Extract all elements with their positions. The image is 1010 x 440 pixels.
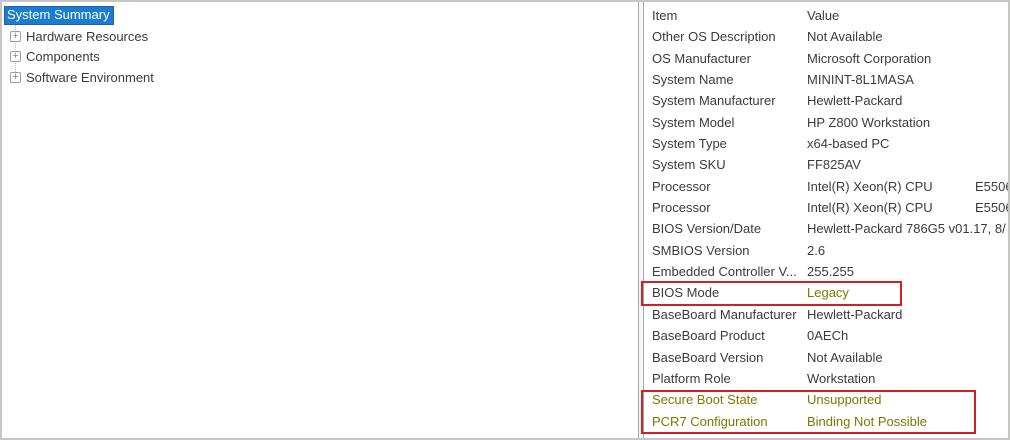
item-cell: BaseBoard Manufacturer	[652, 306, 797, 322]
tree-item-label[interactable]: System Summary	[4, 5, 114, 25]
item-cell: System Name	[652, 72, 734, 88]
value-cell: Intel(R) Xeon(R) CPUE5506	[807, 197, 1008, 218]
table-row[interactable]: SMBIOS Version 2.6	[652, 240, 1008, 261]
table-row[interactable]: Embedded Controller V... 255.255	[652, 261, 1008, 282]
value-cell-right-part: E5506	[975, 200, 1008, 216]
table-row[interactable]: BaseBoard Version Not Available	[652, 347, 1008, 368]
table-row[interactable]: System Name MININT-8L1MASA	[652, 69, 1008, 90]
tree-item-label[interactable]: Software Environment	[26, 69, 154, 85]
expand-plus-icon[interactable]: +	[10, 30, 21, 42]
item-cell: PCR7 Configuration	[652, 413, 768, 429]
value-column-header[interactable]: Value	[807, 8, 840, 23]
tree-item-label[interactable]: Components	[26, 49, 100, 65]
value-cell: Workstation	[807, 370, 876, 386]
item-cell: System SKU	[652, 157, 726, 173]
tree-item-system-summary[interactable]: System Summary	[2, 5, 638, 26]
expand-plus-icon[interactable]: +	[10, 71, 21, 83]
item-cell: BIOS Mode	[652, 285, 720, 301]
value-cell: Hewlett-Packard	[807, 306, 903, 322]
value-cell: HP Z800 Workstation	[807, 114, 931, 130]
table-row[interactable]: System Type x64-based PC	[652, 133, 1008, 154]
value-cell: Not Available	[807, 349, 883, 365]
table-row[interactable]: BIOS Version/Date Hewlett-Packard 786G5 v…	[652, 218, 1008, 239]
value-cell: Unsupported	[807, 392, 882, 408]
value-cell-right-part: E5506	[975, 178, 1008, 194]
table-row[interactable]: Platform Role Workstation	[652, 368, 1008, 389]
tree-item-components[interactable]: + Components	[2, 46, 638, 67]
value-cell: x64-based PC	[807, 136, 890, 152]
table-row[interactable]: BaseBoard Manufacturer Hewlett-Packard	[652, 304, 1008, 325]
table-row[interactable]: System Manufacturer Hewlett-Packard	[652, 90, 1008, 111]
value-cell: Microsoft Corporation	[807, 50, 932, 66]
table-row[interactable]: OS Manufacturer Microsoft Corporation	[652, 48, 1008, 69]
value-cell: Binding Not Possible	[807, 413, 927, 429]
value-cell: Not Available	[807, 29, 883, 45]
tree-item-software-environment[interactable]: + Software Environment	[2, 67, 638, 88]
item-cell: Platform Role	[652, 370, 731, 386]
category-tree-pane: System Summary + Hardware Resources + Co…	[2, 2, 638, 438]
item-cell: BaseBoard Product	[652, 328, 765, 344]
table-row[interactable]: Processor Intel(R) Xeon(R) CPUE5506	[652, 197, 1008, 218]
item-cell: Secure Boot State	[652, 392, 758, 408]
value-cell: Hewlett-Packard	[807, 93, 903, 109]
value-cell: Hewlett-Packard 786G5 v01.17, 8/	[807, 221, 1006, 237]
table-row[interactable]: BaseBoard Product 0AECh	[652, 325, 1008, 346]
item-cell: System Model	[652, 114, 735, 130]
pane-splitter[interactable]	[638, 2, 644, 438]
item-cell: SMBIOS Version	[652, 242, 750, 258]
value-cell: Intel(R) Xeon(R) CPUE5506	[807, 176, 1008, 197]
table-row[interactable]: Secure Boot State Unsupported	[652, 389, 1008, 410]
table-row[interactable]: Other OS Description Not Available	[652, 26, 1008, 47]
value-cell: 255.255	[807, 264, 854, 280]
item-cell: System Type	[652, 136, 727, 152]
item-column-header[interactable]: Item	[652, 8, 678, 23]
item-cell: Embedded Controller V...	[652, 264, 797, 280]
table-row[interactable]: PCR7 Configuration Binding Not Possible	[652, 411, 1008, 432]
item-cell: OS Manufacturer	[652, 50, 751, 66]
table-row[interactable]: Processor Intel(R) Xeon(R) CPUE5506	[652, 176, 1008, 197]
value-cell: 2.6	[807, 242, 826, 258]
item-cell: Processor	[652, 200, 711, 216]
table-row[interactable]: BIOS Mode Legacy	[652, 282, 1008, 303]
table-row[interactable]: System SKU FF825AV	[652, 154, 1008, 175]
value-cell: Legacy	[807, 285, 849, 301]
table-row[interactable]: System Model HP Z800 Workstation	[652, 112, 1008, 133]
value-cell: MININT-8L1MASA	[807, 72, 914, 88]
item-cell: BIOS Version/Date	[652, 221, 762, 237]
tree-item-label[interactable]: Hardware Resources	[26, 28, 149, 44]
tree-item-hardware-resources[interactable]: + Hardware Resources	[2, 26, 638, 47]
item-cell: System Manufacturer	[652, 93, 776, 109]
value-cell: FF825AV	[807, 157, 861, 173]
item-cell: BaseBoard Version	[652, 349, 764, 365]
table-header-row: Item Value	[652, 5, 1008, 26]
item-cell: Other OS Description	[652, 29, 776, 45]
item-cell: Processor	[652, 178, 711, 194]
value-cell: 0AECh	[807, 328, 849, 344]
expand-plus-icon[interactable]: +	[10, 51, 21, 63]
